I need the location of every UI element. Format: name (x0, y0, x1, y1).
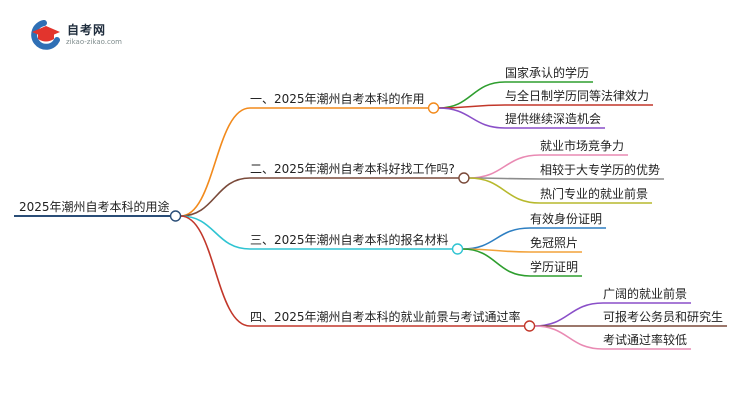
leaf-connector (462, 227, 531, 250)
branch-node (427, 102, 440, 114)
leaf-label[interactable]: 提供继续深造机会 (505, 112, 602, 126)
leaf-label[interactable]: 相较于大专学历的优势 (540, 163, 661, 177)
leaf-connector (438, 81, 506, 109)
leaf-connector (468, 154, 541, 179)
branch-label-1[interactable]: 一、2025年潮州自考本科的作用 (250, 92, 425, 106)
branch-label-4[interactable]: 四、2025年潮州自考本科的就业前景与考试通过率 (250, 310, 521, 324)
branch-node (451, 243, 464, 255)
leaf-connector (534, 325, 604, 350)
root-topic[interactable]: 2025年潮州自考本科的用途 (19, 200, 170, 214)
leaf-label[interactable]: 热门专业的就业前景 (540, 187, 649, 201)
leaf-label[interactable]: 广阔的就业前景 (603, 287, 688, 301)
leaf-connector (462, 248, 531, 277)
site-logo[interactable]: 自考网 zikao-zikao.com (30, 20, 140, 52)
leaf-label[interactable]: 国家承认的学历 (505, 66, 590, 80)
logo-title: 自考网 (67, 23, 107, 37)
leaf-label[interactable]: 与全日制学历同等法律效力 (505, 89, 650, 103)
leaf-connector (468, 177, 541, 204)
branch-label-2[interactable]: 二、2025年潮州自考本科好找工作吗? (250, 162, 455, 176)
branch-node (458, 172, 470, 184)
branch-node (523, 320, 536, 332)
leaf-label[interactable]: 学历证明 (530, 260, 579, 274)
leaf-label[interactable]: 可报考公务员和研究生 (603, 310, 724, 324)
logo-url: zikao-zikao.com (66, 38, 122, 46)
branch-connector (180, 107, 251, 217)
logo-mark-icon (31, 20, 60, 50)
leaf-connector (534, 302, 604, 327)
branch-connector (180, 177, 251, 217)
branch-connector (180, 215, 251, 250)
leaf-label[interactable]: 就业市场竞争力 (540, 139, 625, 153)
leaf-label[interactable]: 考试通过率较低 (603, 333, 688, 347)
leaf-label[interactable]: 有效身份证明 (530, 212, 603, 226)
root-node (169, 210, 182, 222)
leaf-connector (438, 107, 506, 129)
leaf-label[interactable]: 免冠照片 (530, 236, 579, 250)
branch-label-3[interactable]: 三、2025年潮州自考本科的报名材料 (250, 233, 449, 247)
branch-connector (180, 215, 251, 327)
